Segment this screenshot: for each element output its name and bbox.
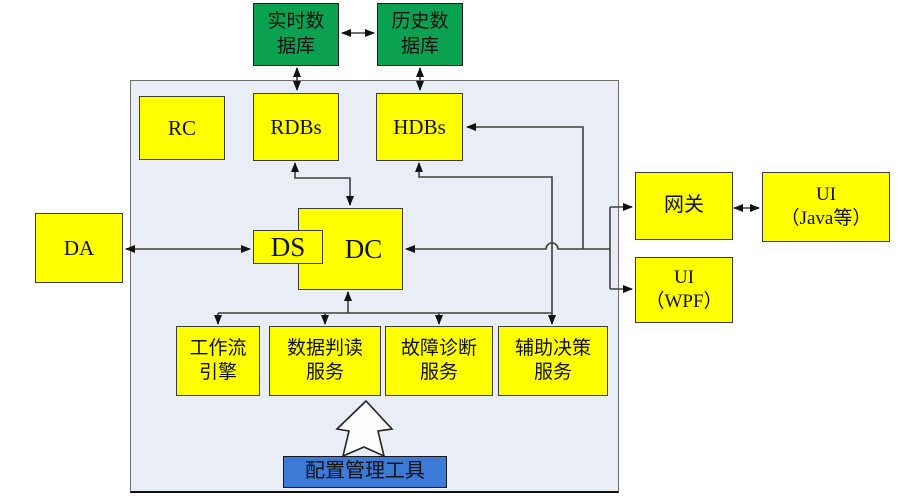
node-label: UI bbox=[673, 266, 695, 288]
node-label: 实时数 bbox=[267, 11, 325, 33]
node-hdbs: HDBs bbox=[376, 93, 463, 161]
node-label: 数据判读 bbox=[286, 337, 363, 359]
node-label: 故障诊断 bbox=[400, 337, 477, 359]
node-da: DA bbox=[35, 213, 123, 283]
node-label: RDBs bbox=[270, 114, 322, 139]
node-decision-support-service: 辅助决策 服务 bbox=[498, 326, 608, 396]
node-ds: DS bbox=[253, 230, 323, 264]
node-label: 引擎 bbox=[198, 362, 237, 383]
node-ui-wpf: UI （WPF） bbox=[635, 257, 733, 323]
node-label: 工作流 bbox=[189, 337, 247, 359]
node-label: 历史数 bbox=[391, 11, 449, 33]
node-realtime-db: 实时数 据库 bbox=[253, 3, 339, 66]
node-config-tool: 配置管理工具 bbox=[283, 456, 447, 488]
node-label: 据库 bbox=[276, 35, 315, 57]
node-label: 网关 bbox=[664, 194, 704, 217]
node-data-interpretation-service: 数据判读 服务 bbox=[269, 326, 381, 396]
node-label: 据库 bbox=[400, 35, 439, 57]
node-label: HDBs bbox=[393, 114, 446, 139]
node-label: （Java等） bbox=[780, 208, 872, 229]
node-label: 服务 bbox=[419, 362, 458, 383]
node-gateway: 网关 bbox=[635, 172, 733, 240]
node-label: UI bbox=[815, 183, 837, 205]
node-label: DC bbox=[344, 233, 383, 264]
node-history-db: 历史数 据库 bbox=[377, 3, 463, 66]
node-ui-java: UI （Java等） bbox=[762, 172, 890, 242]
node-rdbs: RDBs bbox=[253, 93, 339, 161]
node-workflow-engine: 工作流 引擎 bbox=[176, 326, 260, 396]
node-label: 服务 bbox=[533, 362, 572, 383]
node-label: 服务 bbox=[305, 362, 344, 383]
node-label: 配置管理工具 bbox=[305, 460, 425, 483]
node-label: RC bbox=[167, 115, 196, 140]
node-fault-diagnosis-service: 故障诊断 服务 bbox=[385, 326, 493, 396]
node-rc: RC bbox=[139, 96, 225, 160]
node-label: DS bbox=[270, 231, 306, 262]
node-label: 辅助决策 bbox=[514, 337, 591, 359]
node-label: DA bbox=[63, 235, 95, 260]
node-label: （WPF） bbox=[645, 291, 723, 312]
